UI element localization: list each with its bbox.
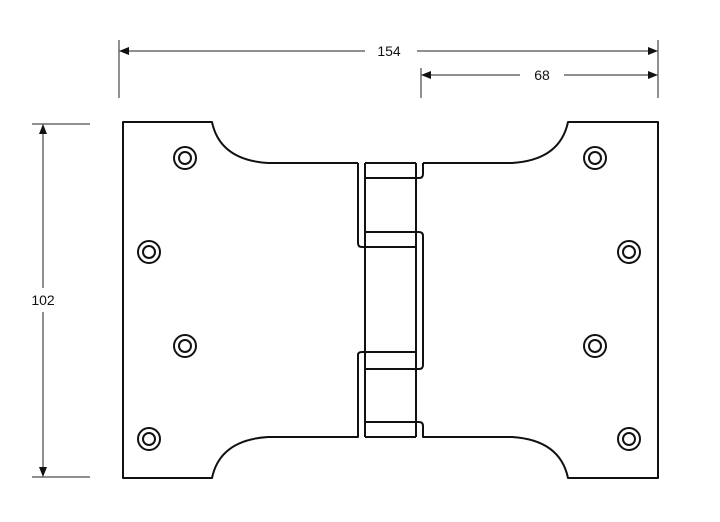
countersink-ring: [137, 427, 161, 451]
hole-bore: [588, 339, 602, 353]
dimension-label-102: 102: [31, 292, 55, 308]
screw-holes: [137, 146, 641, 451]
dimension-label-68: 68: [534, 67, 550, 83]
hole-bore: [142, 432, 156, 446]
dimension-label-154: 154: [377, 43, 401, 59]
hole-bore: [142, 245, 156, 259]
hole-bore: [622, 432, 636, 446]
hole-bore: [622, 245, 636, 259]
countersink-ring: [617, 427, 641, 451]
countersink-ring: [583, 334, 607, 358]
countersink-ring: [617, 240, 641, 264]
hole-bore: [178, 151, 192, 165]
hinge-knuckle: [364, 162, 417, 438]
hole-bore: [178, 339, 192, 353]
countersink-ring: [583, 146, 607, 170]
dimension-height: 102: [31, 123, 90, 478]
screw-hole-icon: [583, 334, 607, 358]
hole-bore: [588, 151, 602, 165]
countersink-ring: [173, 146, 197, 170]
screw-hole-icon: [617, 427, 641, 451]
left-leaf-outline: [122, 121, 365, 479]
screw-hole-icon: [137, 240, 161, 264]
screw-hole-icon: [137, 427, 161, 451]
dimension-leaf-width: 68: [420, 67, 658, 98]
screw-hole-icon: [173, 334, 197, 358]
countersink-ring: [173, 334, 197, 358]
screw-hole-icon: [617, 240, 641, 264]
right-leaf-knuckle-step-top: [416, 163, 424, 179]
dimension-overall-width: 154: [118, 40, 659, 98]
screw-hole-icon: [583, 146, 607, 170]
screw-hole-icon: [173, 146, 197, 170]
left-leaf-knuckle-step: [357, 163, 365, 248]
right-leaf-outline: [416, 121, 659, 479]
countersink-ring: [137, 240, 161, 264]
right-leaf-knuckle-middle: [416, 231, 424, 370]
